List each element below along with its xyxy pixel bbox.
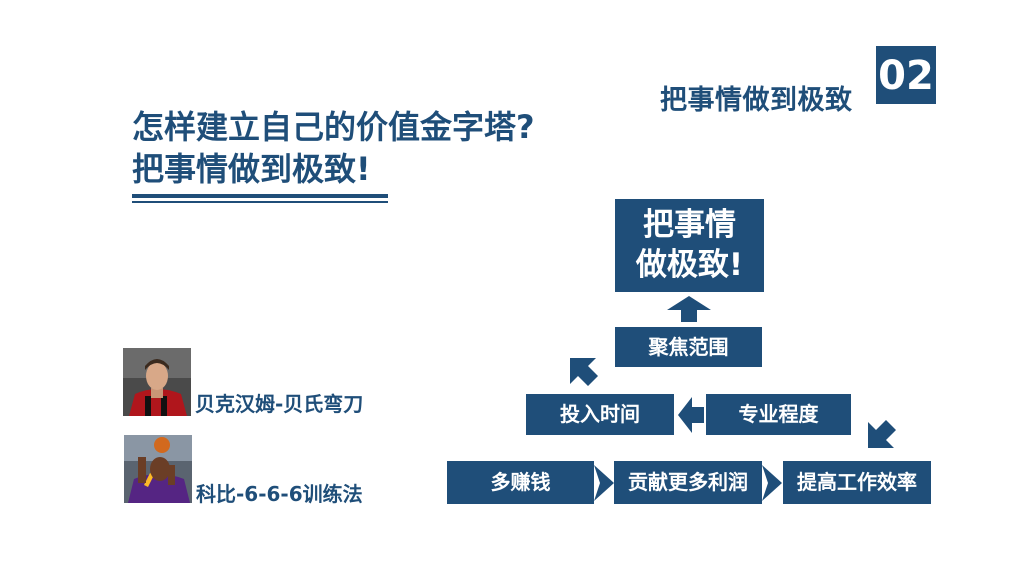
title-underline-thin: [132, 201, 388, 203]
section-title: 把事情做到极致: [660, 85, 853, 116]
goal-line-1: 把事情: [643, 207, 736, 243]
section-number-badge: 02: [876, 46, 936, 104]
page-title-line-2: 把事情做到极致!: [132, 150, 371, 188]
efficiency-box: 提高工作效率: [783, 461, 931, 504]
arrow-up-left-icon: [868, 420, 896, 448]
arrow-right-icon: [594, 465, 614, 501]
invest-time-box: 投入时间: [526, 394, 674, 435]
goal-line-2: 做极致!: [635, 247, 744, 283]
professionalism-box: 专业程度: [706, 394, 851, 435]
arrow-up-icon: [667, 296, 711, 322]
earn-more-box: 多赚钱: [447, 461, 594, 504]
arrow-up-right-icon: [570, 358, 598, 386]
kobe-photo: [124, 435, 192, 503]
goal-box: 把事情 做极致!: [615, 199, 764, 292]
title-underline-thick: [132, 194, 388, 198]
arrow-left-icon: [678, 397, 704, 433]
beckham-photo: [123, 348, 191, 416]
page-title: 怎样建立自己的价值金字塔? 把事情做到极致!: [132, 106, 535, 190]
kobe-label: 科比-6-6-6训练法: [196, 482, 363, 506]
arrow-right-icon: [762, 465, 782, 501]
beckham-label: 贝克汉姆-贝氏弯刀: [195, 392, 364, 416]
focus-scope-box: 聚焦范围: [615, 327, 762, 367]
more-profit-box: 贡献更多利润: [614, 461, 762, 504]
page-title-line-1: 怎样建立自己的价值金字塔?: [132, 108, 535, 146]
